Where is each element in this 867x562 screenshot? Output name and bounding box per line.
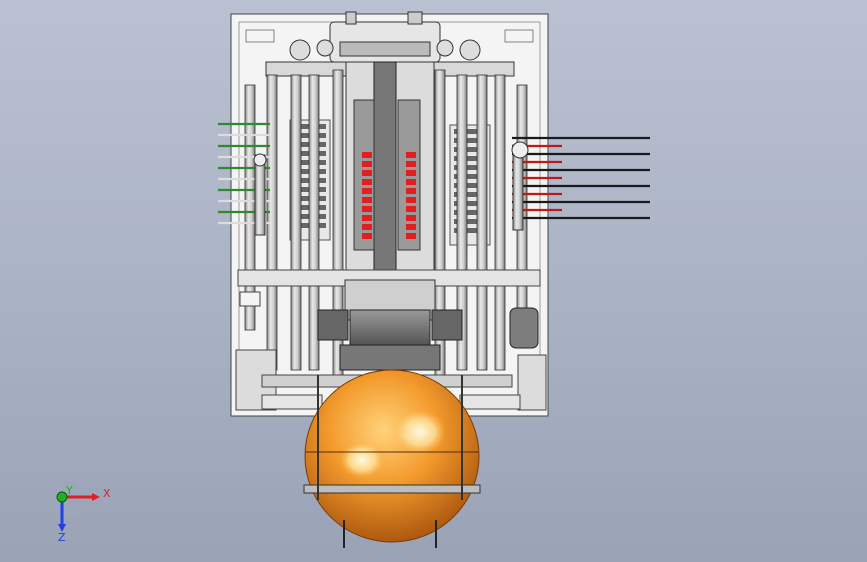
red-marker (406, 161, 416, 167)
terminal-tick (454, 156, 486, 161)
red-marker (406, 233, 416, 239)
terminal-tick (454, 183, 486, 188)
red-marker (406, 197, 416, 203)
terminal-tick (454, 138, 486, 143)
red-marker (362, 188, 372, 194)
red-marker (406, 224, 416, 230)
red-marker (362, 179, 372, 185)
red-marker (406, 179, 416, 185)
red-marker (406, 188, 416, 194)
red-indicator-rows (362, 152, 416, 239)
guide-rod (494, 74, 506, 371)
red-marker (362, 206, 372, 212)
terminal-tick (454, 165, 486, 170)
right-cable-bundle (512, 136, 650, 220)
terminal-tick (454, 192, 486, 197)
y-axis-label: Y (65, 484, 73, 497)
guide-rod (476, 74, 488, 371)
red-marker (362, 161, 372, 167)
lower-mechanism (235, 269, 547, 411)
red-marker (406, 206, 416, 212)
z-axis-arrowhead (58, 524, 66, 532)
terminal-tick (454, 129, 486, 134)
terminal-tick (454, 228, 486, 233)
axis-triad[interactable]: X Y Z (52, 482, 111, 544)
terminal-tick (454, 219, 486, 224)
guide-rod (308, 74, 320, 371)
y-axis-dot (56, 491, 68, 503)
terminal-tick (454, 210, 486, 215)
terminal-tick (454, 201, 486, 206)
red-marker (362, 224, 372, 230)
red-marker (406, 215, 416, 221)
terminal-tick (454, 174, 486, 179)
x-axis-arrowhead (92, 493, 100, 501)
red-marker (406, 152, 416, 158)
red-marker (362, 152, 372, 158)
z-axis-label: Z (58, 531, 66, 544)
red-marker (362, 233, 372, 239)
red-marker (362, 215, 372, 221)
orange-ball (303, 369, 481, 548)
red-marker (362, 197, 372, 203)
red-marker (406, 170, 416, 176)
x-axis-label: X (103, 487, 111, 500)
guide-rod (456, 74, 468, 371)
side-cylinders (253, 141, 529, 236)
central-column (345, 61, 435, 283)
terminal-tick (454, 147, 486, 152)
red-marker (362, 170, 372, 176)
guide-rod (290, 74, 302, 371)
